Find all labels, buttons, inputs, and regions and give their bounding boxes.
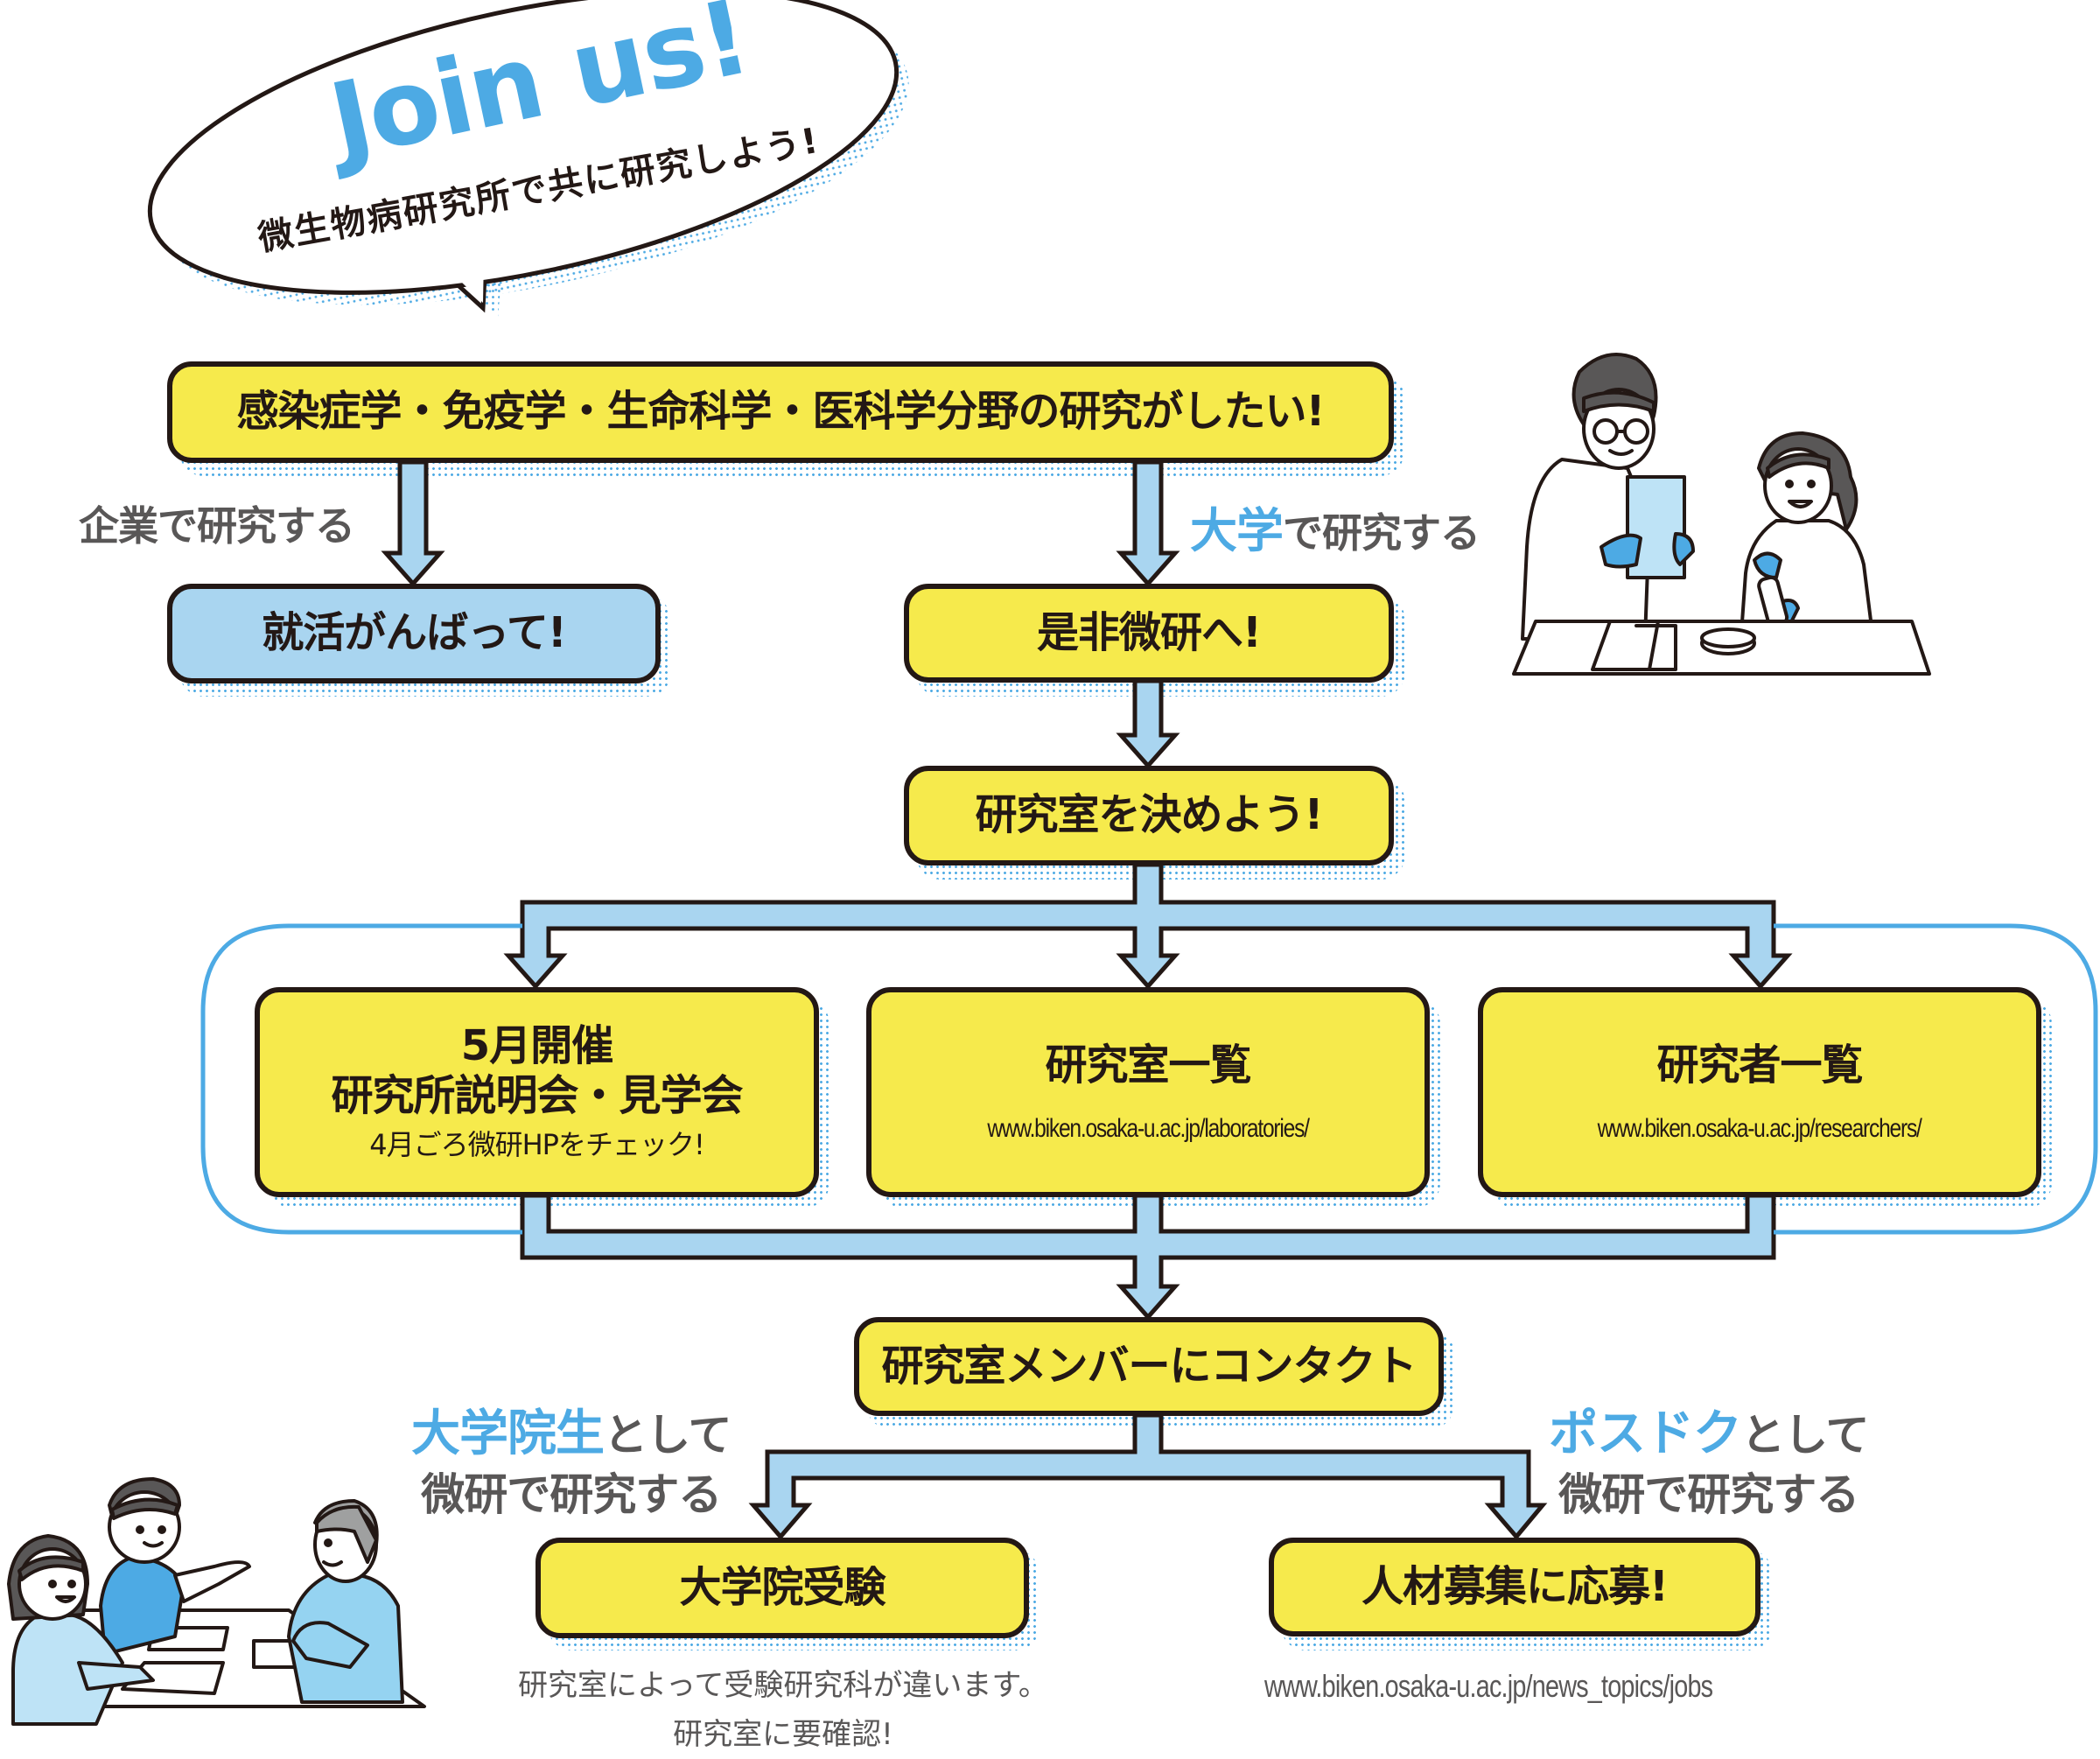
biken-text: 是非微研へ! [1037,607,1262,657]
woman-coat [1740,519,1874,636]
girl-arm [77,1661,155,1691]
postdoc-label-line1: ポスドクとして [1549,1405,1869,1465]
grad-exam-box: 大学院受験 [536,1538,1029,1638]
speech-bubble-body [147,0,900,295]
woman-glove [1753,551,1782,579]
researchers-title: 研究者一覧 [1656,1041,1863,1090]
arrow-to-choose-lab [1116,678,1180,769]
scientists-illustration [1512,353,1931,676]
contact-box: 研究室メンバーにコンタクト [854,1317,1444,1416]
man-glove-left [1600,533,1642,569]
man-glove-right [1672,532,1695,566]
university-accent-text: 大学 [1190,503,1284,558]
grad-exam-text: 大学院受験 [679,1562,886,1612]
arrow-merge-to-contact [520,1193,1776,1321]
university-branch-label: 大学で研究する [1190,492,1480,561]
briefing-title-line1: 5月開催 [460,1020,613,1070]
option-briefing-box[interactable]: 5月開催 研究所説明会・見学会 4月ごろ微研HPをチェック! [255,987,819,1197]
girl-sweater [11,1613,124,1726]
meeting-illustration [7,1477,426,1726]
postdoc-apply-box: 人材募集に応募! [1269,1538,1760,1636]
choose-lab-box: 研究室を決めよう! [904,766,1394,865]
laboratories-title: 研究室一覧 [1045,1041,1251,1090]
biken-box: 是非微研へ! [904,584,1394,683]
job-hunting-box: 就活がんばって! [167,584,661,683]
choose-lab-text: 研究室を決めよう! [975,790,1324,840]
grad-rest-text: として [604,1410,732,1461]
postdoc-path-label: ポスドクとして 微研で研究する [1549,1405,1869,1524]
arrow-split-to-paths [748,1412,1548,1540]
grad-note: 研究室によって受験研究科が違います。 研究室に要確認! [486,1661,1081,1759]
arrow-to-biken [1116,459,1180,587]
researchers-link[interactable]: www.biken.osaka-u.ac.jp/researchers/ [1597,1113,1922,1143]
company-branch-label: 企業で研究する [79,494,355,552]
university-rest-text: で研究する [1283,509,1480,557]
contact-text: 研究室メンバーにコンタクト [881,1341,1417,1391]
jobs-link[interactable]: www.biken.osaka-u.ac.jp/news_topics/jobs [1264,1668,1713,1704]
briefing-title-line2: 研究所説明会・見学会 [331,1071,743,1121]
postdoc-label-line2: 微研で研究する [1558,1469,1859,1520]
arrow-split-to-options [503,862,1793,990]
briefing-sub: 4月ごろ微研HPをチェック! [369,1127,705,1161]
man-face [1582,388,1656,470]
option-laboratories-box[interactable]: 研究室一覧 www.biken.osaka-u.ac.jp/laboratori… [866,987,1430,1197]
start-box: 感染症学・免疫学・生命科学・医科学分野の研究がしたい! [167,361,1394,463]
postdoc-rest-text: として [1741,1410,1869,1461]
grad-accent-text: 大学院生 [411,1405,605,1462]
option-researchers-box[interactable]: 研究者一覧 www.biken.osaka-u.ac.jp/researcher… [1478,987,2041,1197]
options-group-outline [200,923,2098,1235]
grad-note-line2: 研究室に要確認! [673,1717,893,1752]
grad-label-line2: 微研で研究する [421,1469,722,1520]
laboratories-link[interactable]: www.biken.osaka-u.ac.jp/laboratories/ [987,1113,1310,1143]
arrow-to-job-hunting [381,459,445,587]
grad-path-label: 大学院生として 微研で研究する [411,1405,732,1524]
company-branch-text: 企業で研究する [79,502,355,550]
boy-arm [173,1560,251,1603]
postdoc-apply-text: 人材募集に応募! [1362,1561,1669,1611]
grad-label-line1: 大学院生として [411,1405,732,1465]
crossed-arms [291,1621,369,1669]
start-text: 感染症学・免疫学・生命科学・医科学分野の研究がしたい! [236,387,1326,437]
job-hunting-text: 就活がんばって! [262,608,566,658]
grad-note-line1: 研究室によって受験研究科が違います。 [518,1668,1048,1703]
postdoc-accent-text: ポスドク [1549,1405,1742,1462]
